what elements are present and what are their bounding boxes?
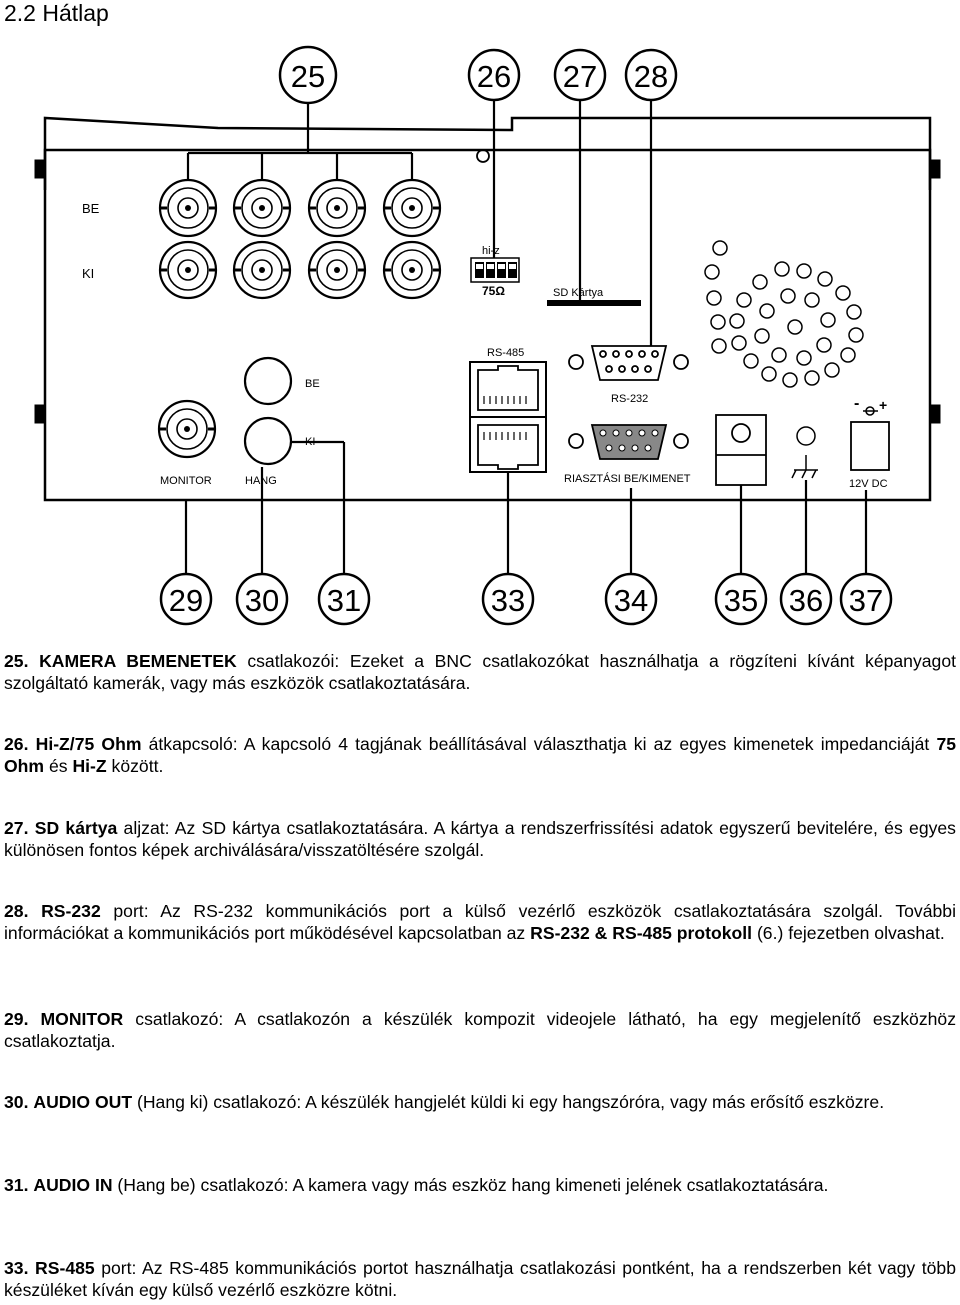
callout-28: 28 (634, 59, 668, 94)
item-31: 31. AUDIO IN (Hang be) csatlakozó: A kam… (4, 1174, 956, 1196)
item-number: 29. (4, 1009, 29, 1029)
item-number: 33. (4, 1258, 29, 1278)
polarity-plus: + (879, 397, 887, 413)
item-text: aljzat: Az SD kártya csatlakoztatására. … (4, 818, 956, 860)
item-text: és (44, 756, 73, 776)
item-number: 30. (4, 1092, 29, 1112)
item-title: MONITOR (40, 1009, 124, 1029)
callout-34: 34 (614, 583, 648, 618)
section-heading: 2.2 Hátlap (4, 0, 109, 26)
item-text: csatlakozói: Ezeket a BNC csatlakozókat … (4, 651, 956, 693)
callout-lines (184, 100, 868, 575)
callout-37: 37 (849, 583, 883, 618)
callout-36: 36 (789, 583, 823, 618)
alarm-label: RIASZTÁSI BE/KIMENET (564, 472, 691, 485)
hiz-switch: hi-z 75Ω (470, 245, 520, 298)
item-33: 33. RS-485 port: Az RS-485 kommunikációs… (4, 1257, 956, 1301)
callout-33: 33 (491, 583, 525, 618)
item-text: csatlakozó: A csatlakozón a készülék kom… (4, 1009, 957, 1051)
power-label: 12V DC (849, 478, 888, 490)
item-text: (Hang ki) csatlakozó: A készülék hangjel… (132, 1092, 885, 1112)
callout-35: 35 (724, 583, 758, 618)
item-text: között. (106, 756, 164, 776)
switch-35 (715, 414, 767, 486)
item-title: Hi-Z/75 Ohm (35, 734, 142, 754)
callout-31: 31 (327, 583, 361, 618)
device-body (34, 116, 941, 502)
item-number: 25. (4, 651, 29, 671)
monitor-label: MONITOR (160, 475, 212, 487)
item-30: 30. AUDIO OUT (Hang ki) csatlakozó: A ké… (4, 1091, 956, 1113)
item-number: 26. (4, 734, 29, 754)
item-title: RS-485 (35, 1258, 95, 1278)
rear-panel-diagram: BE KI hi-z 75Ω SD Kártya (34, 45, 941, 626)
rs485-label: RS-485 (487, 347, 524, 359)
item-28: 28. RS-232 port: Az RS-232 kommunikációs… (4, 900, 956, 944)
item-number: 28. (4, 901, 29, 921)
item-title: KAMERA BEMENETEK (39, 651, 237, 671)
item-29: 29. MONITOR csatlakozó: A csatlakozón a … (4, 1008, 956, 1052)
item-bold: RS-232 & RS-485 protokoll (530, 923, 753, 943)
item-title: SD kártya (34, 818, 118, 838)
item-bold: 75 Ohm (4, 734, 957, 776)
sd-card-label: SD Kártya (553, 287, 604, 299)
item-27: 27. SD kártya aljzat: Az SD kártya csatl… (4, 817, 956, 861)
item-number: 27. (4, 818, 29, 838)
rs232-label: RS-232 (611, 393, 648, 405)
power-jack: - + 12V DC (849, 395, 890, 490)
item-text: átkapcsoló: A kapcsoló 4 tagjának beállí… (141, 734, 937, 754)
audio-be-label: BE (305, 378, 320, 390)
callout-30: 30 (245, 583, 279, 618)
ground-terminal (791, 426, 818, 479)
monitor-bnc (157, 399, 217, 459)
item-title: AUDIO OUT (33, 1092, 133, 1112)
item-26: 26. Hi-Z/75 Ohm átkapcsoló: A kapcsoló 4… (4, 733, 956, 777)
camera-bnc-row-ki (158, 240, 442, 300)
item-text: port: Az RS-485 kommunikációs portot has… (4, 1258, 956, 1300)
callout-27: 27 (563, 59, 597, 94)
callout-26: 26 (477, 59, 511, 94)
sd-card-slot (547, 300, 641, 306)
hiz-label: hi-z (482, 245, 500, 257)
ohm-label: 75Ω (482, 284, 505, 298)
alarm-io-port (568, 424, 689, 460)
item-bold: Hi-Z (72, 756, 107, 776)
fan-grille (704, 240, 864, 388)
rs232-port (568, 345, 689, 381)
audio-jacks (243, 356, 293, 466)
be-row-label: BE (82, 201, 100, 216)
callout-circles (159, 45, 893, 626)
camera-bnc-row-be (158, 178, 442, 238)
item-text: port: Az RS-232 kommunikációs port a kül… (4, 901, 956, 943)
hang-label: HANG (245, 475, 277, 487)
item-number: 31. (4, 1175, 29, 1195)
item-title: RS-232 (41, 901, 101, 921)
callout-29: 29 (169, 583, 203, 618)
polarity-minus: - (854, 395, 859, 412)
ki-row-label: KI (82, 266, 94, 281)
item-title: AUDIO IN (33, 1175, 113, 1195)
callout-25: 25 (291, 59, 325, 94)
item-text: (6.) fejezetben olvashat. (752, 923, 945, 943)
rs485-port (469, 361, 547, 473)
item-text: (Hang be) csatlakozó: A kamera vagy más … (112, 1175, 829, 1195)
item-25: 25. KAMERA BEMENETEK csatlakozói: Ezeket… (4, 650, 956, 694)
